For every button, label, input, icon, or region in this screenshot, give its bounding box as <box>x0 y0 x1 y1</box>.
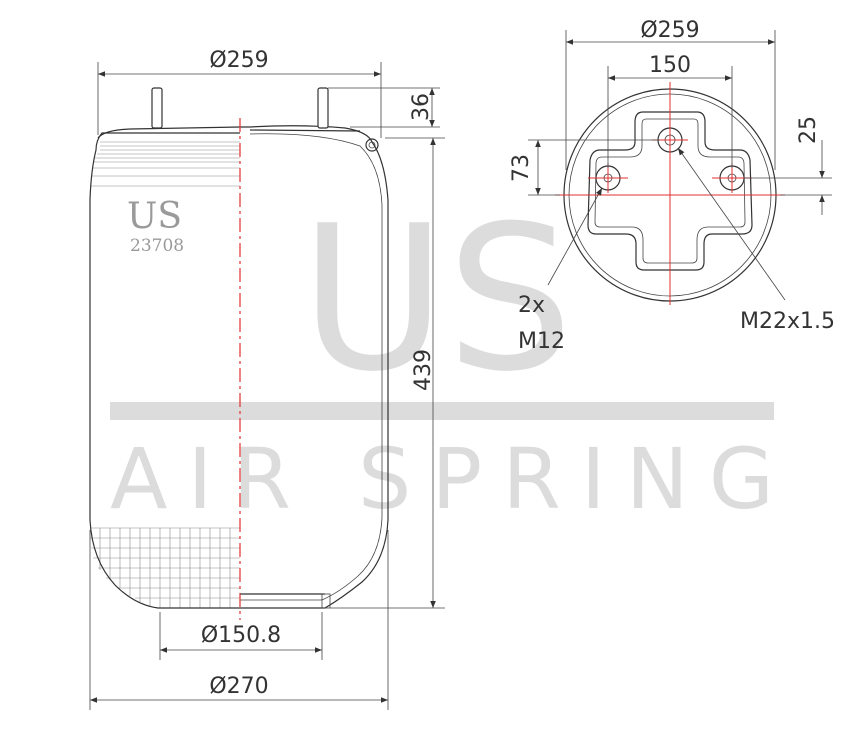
svg-text:Ø259: Ø259 <box>209 48 268 73</box>
top-hatch <box>91 141 240 187</box>
dim-piston-diameter: Ø150.8 <box>159 612 323 660</box>
mounting-stud-left <box>151 87 163 129</box>
cross-plate-outer <box>587 111 753 271</box>
bolt-count-label: 2x <box>518 293 545 318</box>
brand-logo: US <box>127 196 182 237</box>
dim-top-diameter: Ø259 <box>97 48 382 138</box>
bead-plate-section <box>249 129 361 132</box>
watermark: US AIR SPRING <box>110 183 774 528</box>
svg-text:25: 25 <box>796 116 821 144</box>
dim-offset-73: 73 <box>509 139 660 196</box>
svg-text:439: 439 <box>411 349 436 391</box>
svg-text:73: 73 <box>509 154 534 182</box>
bellows-right-inner <box>240 133 383 601</box>
top-view: Ø259 150 73 25 2x M12 <box>509 18 835 354</box>
bellows-left-outline <box>89 132 240 609</box>
dim-bolt-spacing: 150 <box>607 53 733 168</box>
cross-plate-inner <box>594 118 746 264</box>
bead-plate <box>97 126 241 139</box>
svg-text:Ø259: Ø259 <box>640 18 699 43</box>
leader-air-port: M22x1.5 <box>677 147 835 334</box>
side-view: US 23708 Ø259 36 439 Ø150.8 <box>89 48 445 710</box>
svg-text:Ø270: Ø270 <box>209 674 268 699</box>
dim-height: 439 <box>330 137 445 609</box>
part-number: 23708 <box>130 236 184 256</box>
watermark-bar <box>110 402 774 420</box>
dim-max-diameter: Ø270 <box>89 530 389 710</box>
dim-stud-height: 36 <box>328 87 440 128</box>
dim-top-view-diameter: Ø259 <box>565 18 776 170</box>
dim-offset-25: 25 <box>744 116 832 215</box>
svg-text:Ø150.8: Ø150.8 <box>201 623 281 648</box>
watermark-text: AIR SPRING <box>110 430 774 528</box>
svg-text:36: 36 <box>409 93 434 121</box>
svg-text:150: 150 <box>649 53 691 78</box>
bolt-thread-label: M12 <box>518 329 565 354</box>
bottom-hatch <box>90 527 240 608</box>
leader-bolt-holes: 2x M12 <box>518 187 603 354</box>
watermark-logo: US <box>300 183 573 416</box>
crimp-ring <box>365 138 379 152</box>
mounting-stud-right <box>317 87 329 129</box>
air-port-label: M22x1.5 <box>740 309 835 334</box>
piston-lip <box>321 593 331 609</box>
